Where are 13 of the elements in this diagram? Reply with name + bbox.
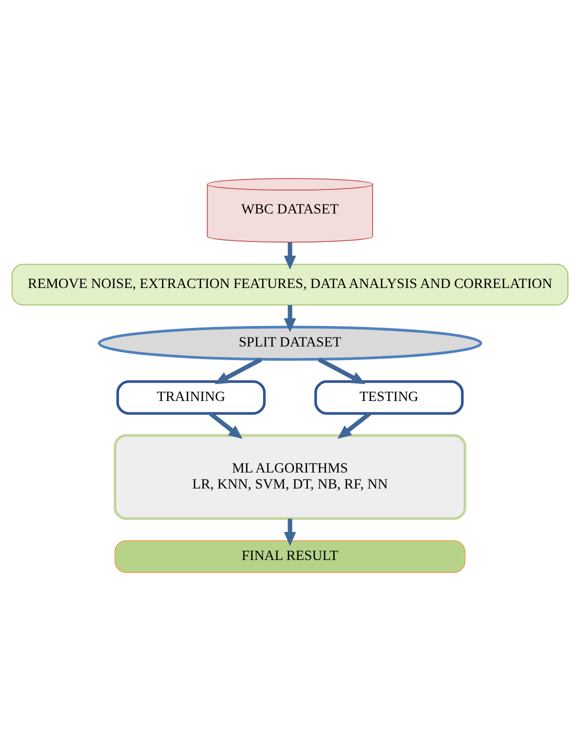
arrow — [208, 411, 243, 438]
node-box: TESTING — [314, 380, 464, 414]
arrow — [337, 411, 372, 438]
arrow — [284, 304, 296, 332]
node-box: REMOVE NOISE, EXTRACTION FEATURES, DATA ANALYSIS AND CORRELATION — [12, 263, 568, 305]
arrow — [214, 357, 262, 384]
arrow — [284, 518, 296, 546]
node-ellipse: SPLIT DATASET — [98, 325, 482, 360]
arrow — [318, 357, 366, 384]
arrow — [284, 242, 296, 270]
node-box: FINAL RESULT — [114, 540, 466, 572]
node-box: TRAINING — [116, 380, 266, 414]
node-box: ML ALGORITHMS LR, KNN, SVM, DT, NB, RF, NN — [114, 434, 466, 520]
